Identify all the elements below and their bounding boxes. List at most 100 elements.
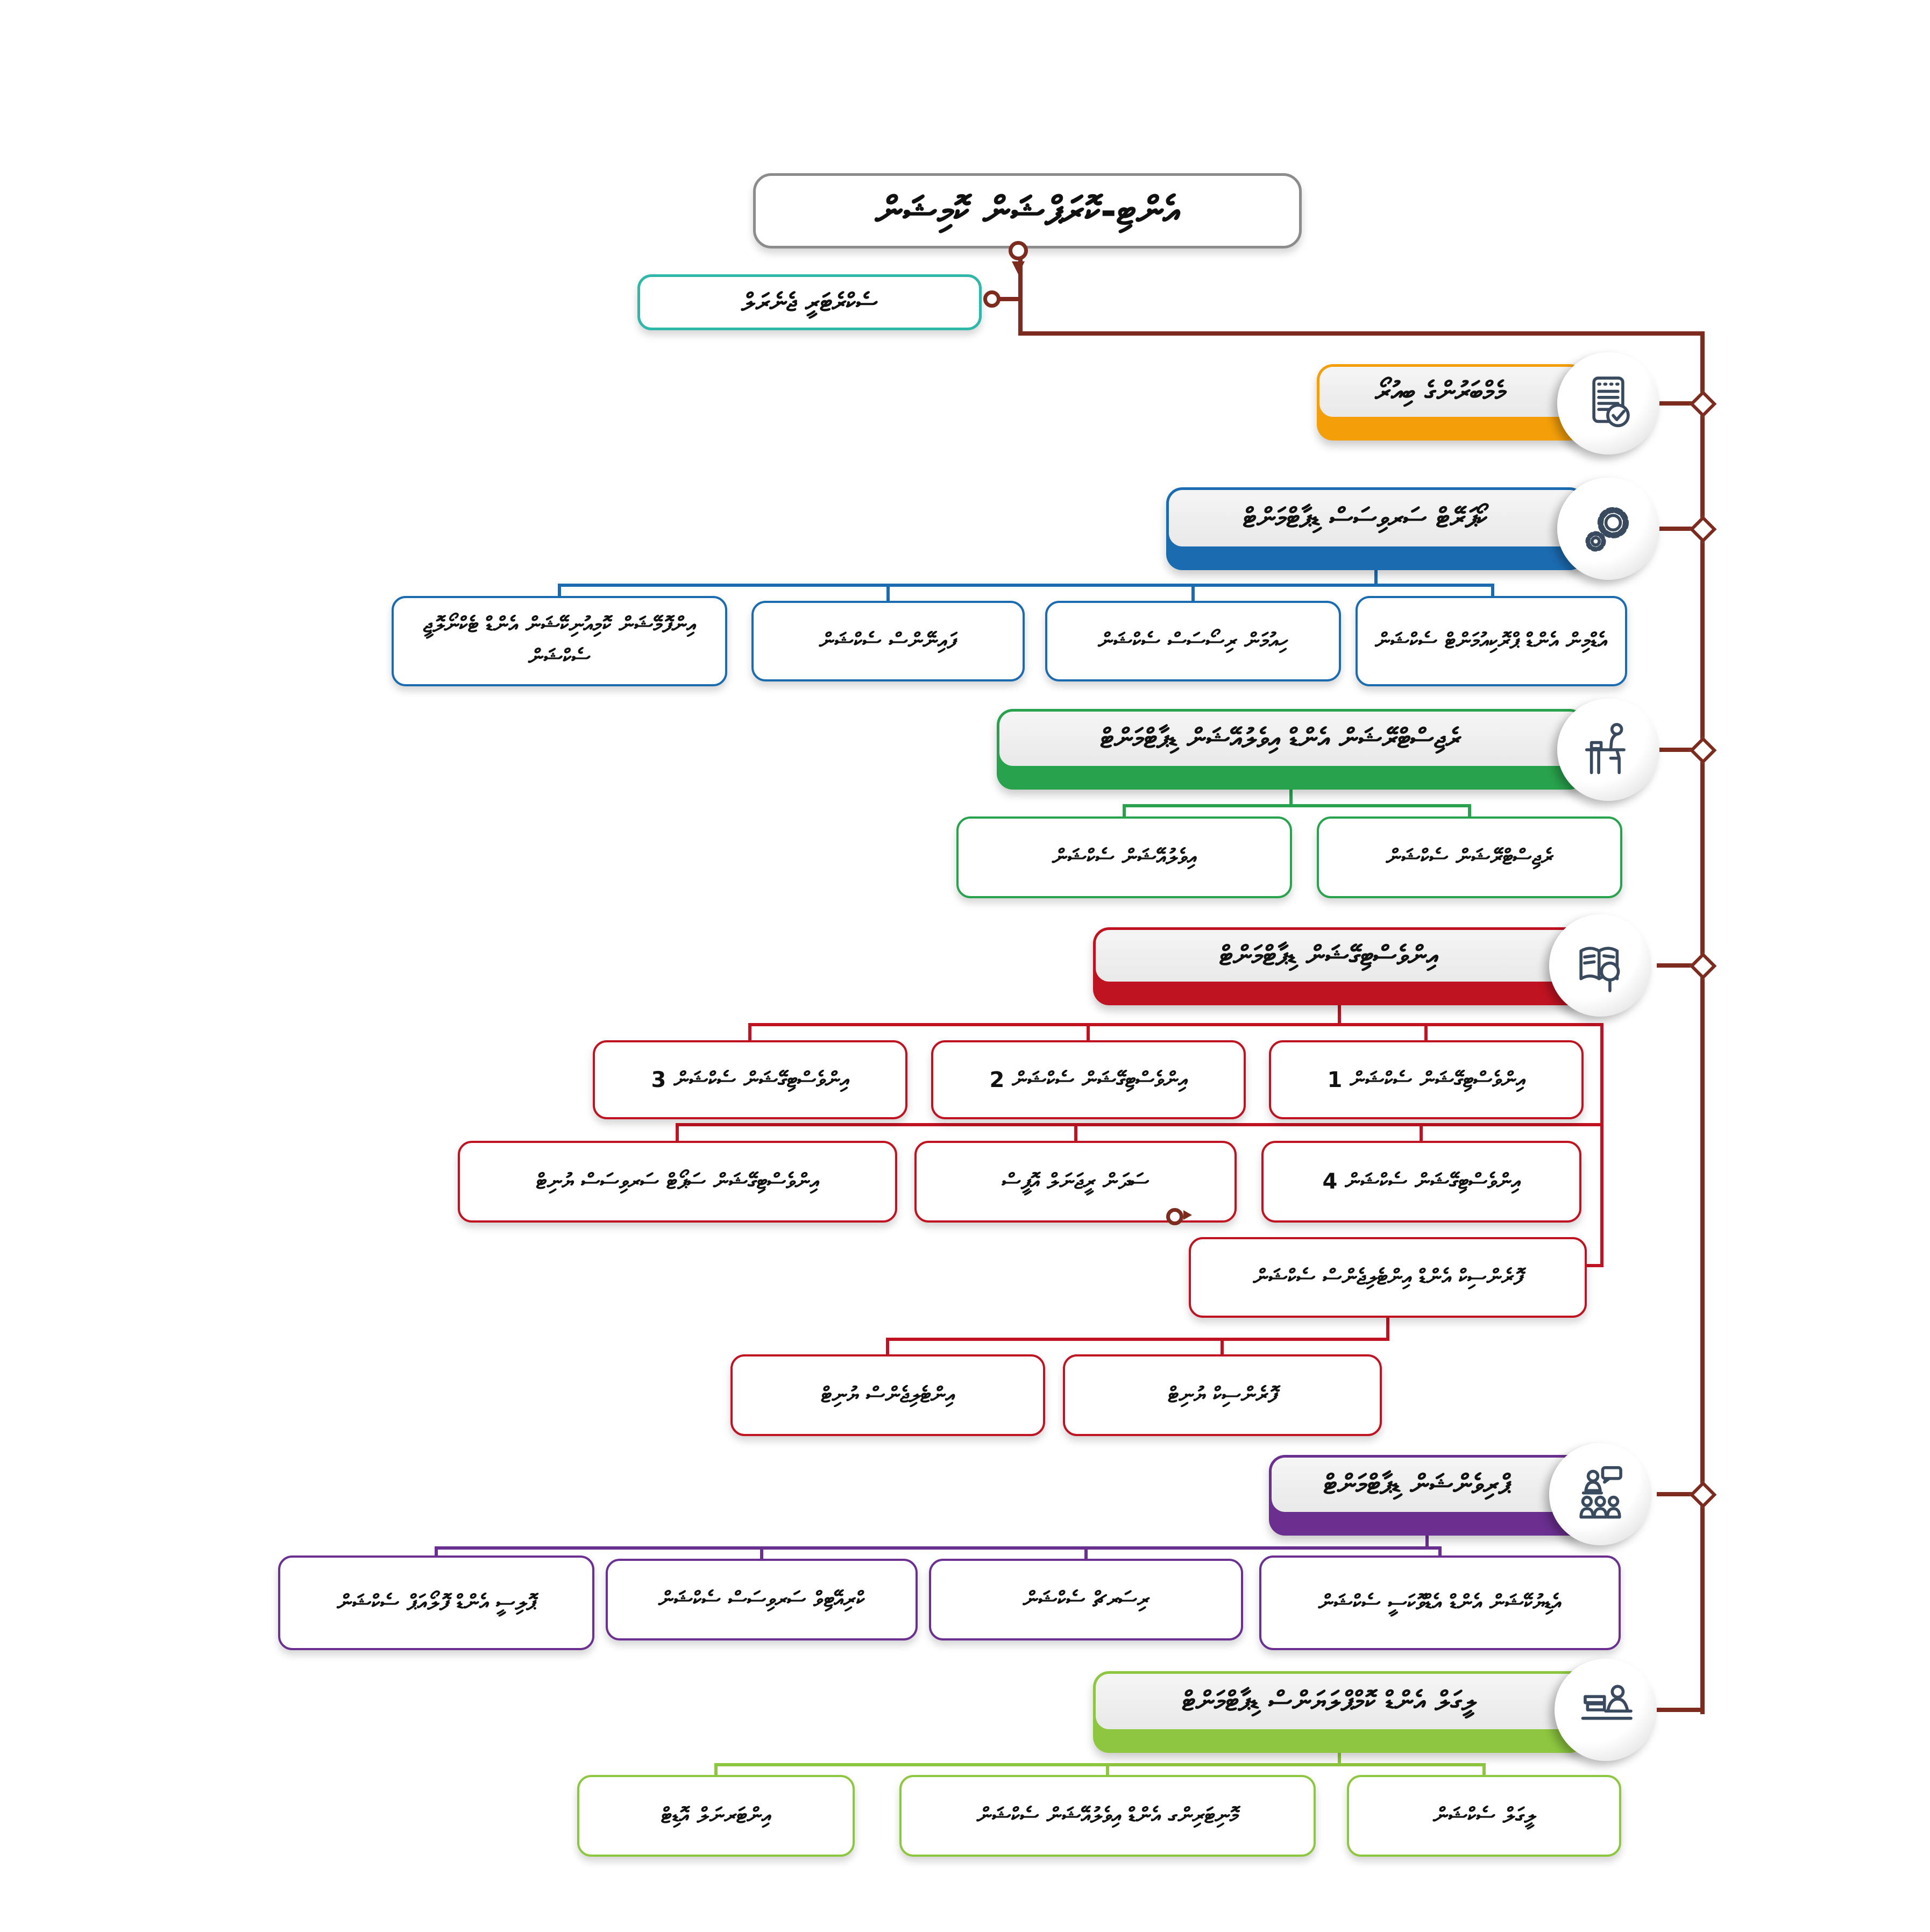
book-magnifier-icon [1579, 947, 1620, 992]
stub-corporate [1657, 527, 1700, 531]
stub-bureau [1657, 401, 1700, 406]
corporate-child-stub-4 [1491, 584, 1494, 599]
legal-section-box[interactable]: ލީގަލް ސެކްޝަން [1347, 1775, 1621, 1857]
investigation-header[interactable]: އިންވެސްޓިގޭޝަން ޑިޕާޓްމަންޓް [1093, 927, 1586, 1005]
members-bureau-medallion [1557, 352, 1659, 454]
inv-stub-s2 [1087, 1023, 1090, 1042]
prevention-down-stub [1425, 1532, 1429, 1549]
investigation-medallion [1549, 914, 1651, 1017]
investigation-bus-2 [676, 1123, 1603, 1126]
registration-evaluation-label: ރެޖިސްޓްރޭޝަން އެންޑް އިވެލުއޭޝަން ޑިޕާޓ… [999, 712, 1583, 766]
investigation-label: އިންވެސްޓިގޭޝަން ޑިޕާޓްމަންޓް [1096, 930, 1583, 982]
internal-audit-box[interactable]: އިންޓަރނަލް އޮޑިޓް [577, 1775, 855, 1857]
title-pin-tip [1012, 261, 1025, 274]
investigation-support-services-unit-box[interactable]: އިންވެސްޓިގޭޝަން ސަޕޯޓް ސަރވިސަސް ޔުނިޓް [458, 1141, 897, 1223]
teal-junction-marker [983, 290, 1001, 308]
ict-section-box[interactable]: އިންފޮމޭޝަން ކޮމިއުނިކޭޝަން އެންޑް ޓެކްނ… [392, 596, 727, 686]
forensic-unit-box[interactable]: ފޮރެންސިކް ޔުނިޓް [1063, 1354, 1382, 1436]
investigation-right-rail [1600, 1023, 1603, 1267]
investigation-down-stub [1338, 1004, 1341, 1025]
corporate-services-header[interactable]: ކޯޕަރޭޓް ސަރވިސަސް ޑިޕާޓްމަންޓް [1166, 487, 1586, 570]
teal-connector [996, 297, 1020, 301]
legal-compliance-medallion [1555, 1659, 1657, 1761]
corporate-services-medallion [1557, 478, 1659, 580]
corporate-child-stub-3 [1191, 584, 1195, 603]
corporate-bus [558, 584, 1493, 587]
forensic-stub-forensic [1221, 1338, 1224, 1356]
legal-stub-monitoring [1106, 1763, 1109, 1777]
corporate-down-stub [1374, 569, 1378, 585]
forensic-stub-intel [886, 1338, 889, 1356]
forensic-feed [1581, 1264, 1603, 1267]
policy-followup-section-box[interactable]: ޕޮލިސީ އެންޑް ފޮލޯއަޕް ސެކްޝަން [278, 1555, 594, 1650]
investigation-section-4-box[interactable]: އިންވެސްޓިގޭޝަން ސެކްޝަން 4 [1261, 1141, 1581, 1223]
corporate-child-stub-1 [558, 584, 561, 599]
registration-evaluation-medallion [1557, 699, 1659, 801]
legal-compliance-label: ލީގަލް އެންޑް ކޮމްޕްލަޔަންސް ޑިޕާޓްމަންޓ… [1096, 1674, 1583, 1729]
junction-prevention [1689, 1481, 1717, 1509]
investigation-section-2-box[interactable]: އިންވެސްޓިގޭޝަން ސެކްޝަން 2 [931, 1040, 1246, 1119]
forensic-down-stub [1386, 1317, 1389, 1340]
corporate-services-label: ކޯޕަރޭޓް ސަރވިސަސް ޑިޕާޓްމަންޓް [1169, 490, 1583, 546]
junction-registration [1689, 736, 1717, 764]
investigation-section-3-box[interactable]: އިންވެސްޓިގޭޝަން ސެކްޝަން 3 [593, 1040, 907, 1119]
southern-regional-office-box[interactable]: ސަދަން ރީޖަނަލް އޮފީސް [914, 1141, 1237, 1223]
legal-stub-audit [714, 1763, 718, 1777]
registration-section-box[interactable]: ރެޖިސްޓްރޭޝަން ސެކްޝަން [1317, 816, 1622, 898]
trunk-horizontal-top [1018, 331, 1705, 336]
members-bureau-header[interactable]: މެމްބަރުންގެ ބިއުރޯ [1317, 364, 1586, 441]
title-pin-marker [1009, 241, 1028, 260]
registration-child-stub-2 [1468, 804, 1471, 819]
prevention-header[interactable]: ޕްރިވެންޝަން ޑިޕާޓްމަންޓް [1269, 1455, 1586, 1536]
training-icon [1579, 1466, 1622, 1519]
prev-stub-education [1438, 1546, 1442, 1558]
prevention-bus [435, 1546, 1442, 1550]
secretary-general-box[interactable]: ސެކްރެޓަރީ ޖެނެރަލް [637, 274, 982, 330]
stub-legal [1657, 1708, 1700, 1712]
legal-bus [714, 1763, 1486, 1766]
trunk-vertical-from-title [1018, 248, 1023, 336]
prev-stub-research [1084, 1546, 1088, 1561]
inv-stub-support [676, 1123, 679, 1143]
creative-services-section-box[interactable]: ކްރިއޭޓިވް ސަރވިސަސް ސެކްޝަން [606, 1559, 918, 1640]
investigation-section-1-box[interactable]: އިންވެސްޓިގޭޝަން ސެކްޝަން 1 [1269, 1040, 1584, 1119]
trunk-vertical-right [1700, 331, 1705, 1714]
registration-evaluation-header[interactable]: ރެޖިސްޓްރޭޝަން އެންޑް އިވެލުއޭޝަން ޑިޕާޓ… [997, 709, 1586, 790]
admin-procurement-section-box[interactable]: އެޑްމިން އެންޑް ޕްރޮކިއުމަންޓް ސެކްޝަން [1356, 596, 1627, 686]
research-section-box[interactable]: ރިސަރޗް ސެކްޝަން [929, 1559, 1243, 1640]
evaluation-desk-icon [1585, 723, 1626, 775]
prev-stub-policy [435, 1546, 438, 1558]
members-bureau-label: މެމްބަރުންގެ ބިއުރޯ [1319, 367, 1583, 417]
legal-compliance-header[interactable]: ލީގަލް އެންޑް ކޮމްޕްލަޔަންސް ޑިޕާޓްމަންޓ… [1093, 1671, 1586, 1753]
stub-investigation [1657, 963, 1700, 968]
forensic-intelligence-section-box[interactable]: ފޮރެންސިކް އެންޑް އިންޓެލިޖެންސް ސެކްޝަނ… [1189, 1237, 1587, 1318]
inv-stub-s1 [1424, 1023, 1428, 1042]
gears-icon [1585, 507, 1629, 552]
stub-prevention [1657, 1492, 1700, 1496]
hr-section-box[interactable]: ހިއުމަން ރިސޯސަސް ސެކްޝަން [1045, 601, 1341, 681]
intelligence-unit-box[interactable]: އިންޓެލިޖެންސް ޔުނިޓް [730, 1354, 1045, 1436]
inv-stub-southern [1074, 1123, 1077, 1143]
monitoring-evaluation-section-box[interactable]: މޮނިޓަރިންގ އެންޑް އިވެލުއޭޝަން ސެކްޝަން [899, 1775, 1316, 1857]
education-advocacy-section-box[interactable]: އެޑިޔުކޭޝަން އެންޑް އެޑްވޮކަސީ ސެކްޝަން [1259, 1555, 1621, 1650]
forensic-junction-marker [1166, 1208, 1183, 1225]
legal-stub-legal [1482, 1763, 1486, 1777]
inv-stub-s3 [748, 1023, 751, 1042]
prevention-label: ޕްރިވެންޝަން ޑިޕާޓްމަންޓް [1272, 1458, 1583, 1512]
junction-investigation [1689, 952, 1717, 980]
evaluation-section-box[interactable]: އިވެލުއޭޝަން ސެކްޝަން [956, 816, 1292, 898]
forensic-junction-tip [1183, 1210, 1192, 1220]
corporate-child-stub-2 [886, 584, 890, 603]
legal-icon [1581, 1685, 1633, 1720]
commission-title: އެންޓި-ކޮރަޕްޝަން ކޮމިޝަން [753, 173, 1302, 248]
registration-down-stub [1289, 788, 1293, 806]
investigation-bus-1 [748, 1023, 1603, 1026]
forensic-bus [886, 1338, 1389, 1341]
junction-corporate [1689, 515, 1717, 543]
stub-registration [1657, 748, 1700, 752]
registration-child-stub-1 [1123, 804, 1126, 819]
finance-section-box[interactable]: ފައިނޭންސް ސެކްޝަން [751, 601, 1025, 681]
registration-bus [1123, 804, 1471, 807]
inv-stub-s4 [1420, 1123, 1423, 1143]
junction-bureau [1689, 390, 1717, 418]
